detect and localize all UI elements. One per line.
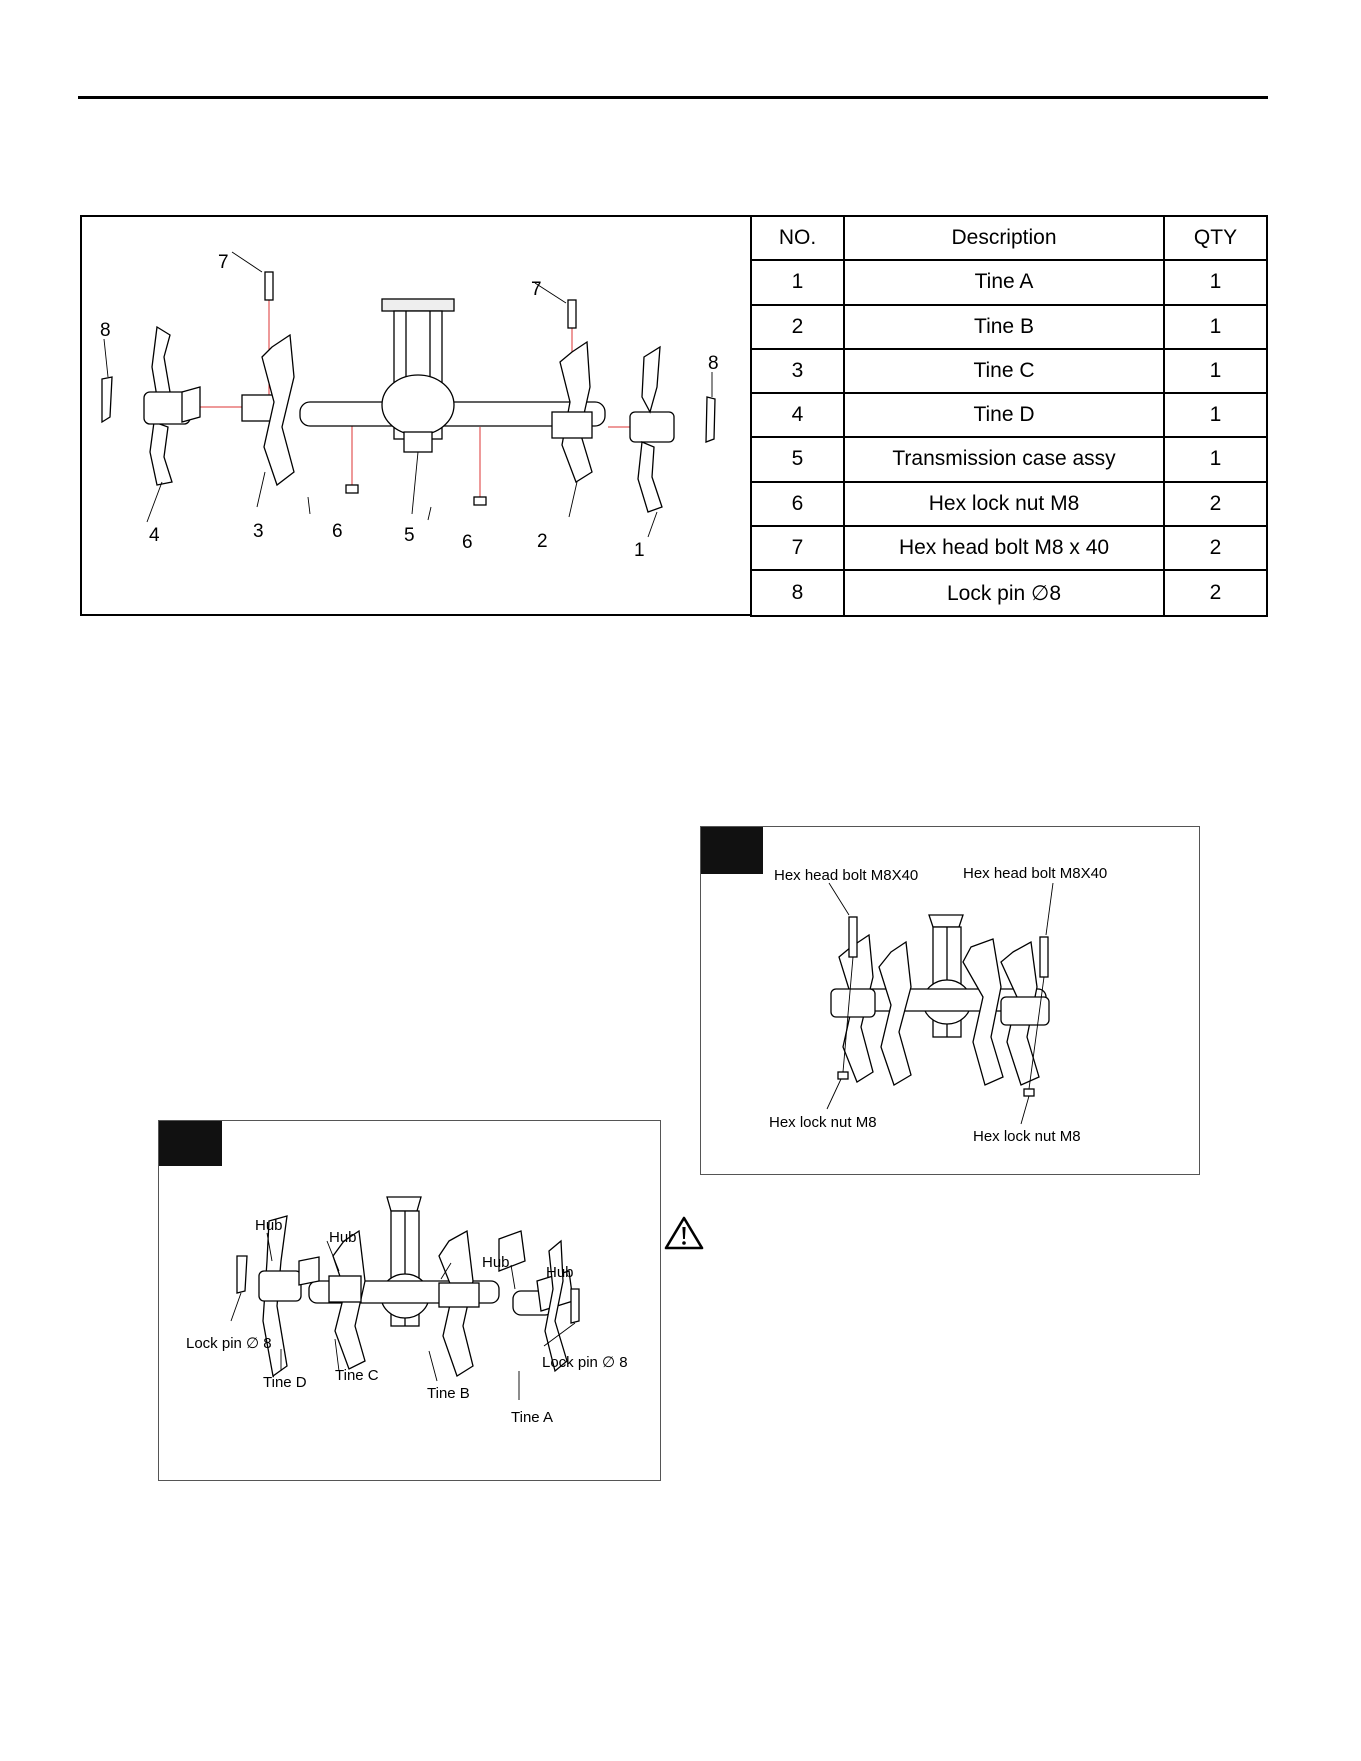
hub-label-b: Hub	[482, 1254, 510, 1271]
cell-qty: 2	[1163, 569, 1268, 617]
parts-table: NO. Description QTY 1 Tine A 1 2 Tine B …	[750, 214, 1268, 617]
cell-description: Transmission case assy	[843, 436, 1165, 483]
cell-qty: 2	[1163, 480, 1268, 527]
cell-no: 6	[750, 480, 845, 527]
bolt-installation-figure: Hex head bolt M8X40 Hex head bolt M8X40 …	[700, 826, 1200, 1175]
callout-6-left: 6	[332, 521, 343, 542]
table-row: 8 Lock pin ∅8 2	[750, 569, 1268, 617]
callout-3: 3	[253, 521, 264, 542]
callout-6-right: 6	[462, 532, 473, 553]
warning-triangle-icon	[664, 1216, 704, 1250]
lock-pin-label-right: Lock pin ∅ 8	[542, 1354, 628, 1371]
lock-pin-label-left: Lock pin ∅ 8	[186, 1335, 272, 1352]
cell-no: 1	[750, 259, 845, 306]
cell-qty: 1	[1163, 347, 1268, 395]
callout-8-right: 8	[708, 353, 719, 374]
nut-label-left: Hex lock nut M8	[769, 1114, 877, 1131]
cell-description: Tine B	[843, 303, 1165, 350]
table-row: 4 Tine D 1	[750, 391, 1268, 439]
bolt-label-right: Hex head bolt M8X40	[963, 865, 1108, 882]
header-qty: QTY	[1163, 214, 1268, 262]
tine-a-label: Tine A	[511, 1409, 553, 1426]
cell-qty: 1	[1163, 436, 1268, 483]
bolt-label-left: Hex head bolt M8X40	[774, 867, 919, 884]
tine-c-label: Tine C	[335, 1367, 379, 1384]
table-header-row: NO. Description QTY	[750, 214, 1268, 262]
cell-no: 5	[750, 436, 845, 483]
callout-8-left: 8	[100, 320, 111, 341]
tine-assembly-drawing	[230, 1196, 580, 1400]
cell-description: Lock pin ∅8	[843, 569, 1165, 617]
callout-1: 1	[634, 540, 645, 561]
table-row: 2 Tine B 1	[750, 303, 1268, 350]
table-row: 7 Hex head bolt M8 x 40 2	[750, 524, 1268, 572]
callout-4: 4	[149, 525, 160, 546]
cell-description: Hex lock nut M8	[843, 480, 1165, 527]
callout-7-right: 7	[531, 279, 542, 300]
table-row: 3 Tine C 1	[750, 347, 1268, 395]
callout-5: 5	[404, 525, 415, 546]
cell-description: Tine D	[843, 391, 1165, 439]
cell-qty: 1	[1163, 259, 1268, 306]
cell-no: 4	[750, 391, 845, 439]
exploded-drawing	[101, 251, 716, 538]
callout-7-left: 7	[218, 252, 229, 273]
table-row: 6 Hex lock nut M8 2	[750, 480, 1268, 527]
exploded-diagram: 7 7 8 8 4 3 6 5 6 2 1	[80, 215, 750, 616]
table-row: 1 Tine A 1	[750, 259, 1268, 306]
tine-assembly-figure: Hub Hub Hub Hub Lock pin ∅ 8 Lock pin ∅ …	[158, 1120, 661, 1481]
header-no: NO.	[750, 214, 845, 262]
cell-qty: 2	[1163, 524, 1268, 572]
header-description: Description	[843, 214, 1165, 262]
nut-label-right: Hex lock nut M8	[973, 1128, 1081, 1145]
tine-b-label: Tine B	[427, 1385, 470, 1402]
cell-description: Tine A	[843, 259, 1165, 306]
hub-label-c: Hub	[329, 1229, 357, 1246]
cell-no: 7	[750, 524, 845, 572]
cell-no: 8	[750, 569, 845, 617]
cell-no: 3	[750, 347, 845, 395]
step-tab	[159, 1121, 222, 1166]
hub-label-d: Hub	[255, 1217, 283, 1234]
header-rule	[78, 96, 1268, 99]
tine-d-label: Tine D	[263, 1374, 307, 1391]
cell-description: Tine C	[843, 347, 1165, 395]
table-row: 5 Transmission case assy 1	[750, 436, 1268, 483]
hub-label-a: Hub	[546, 1264, 574, 1281]
cell-qty: 1	[1163, 391, 1268, 439]
cell-qty: 1	[1163, 303, 1268, 350]
step-tab	[701, 827, 763, 874]
bolt-installation-drawing	[826, 882, 1054, 1125]
cell-description: Hex head bolt M8 x 40	[843, 524, 1165, 572]
callout-2: 2	[537, 531, 548, 552]
cell-no: 2	[750, 303, 845, 350]
